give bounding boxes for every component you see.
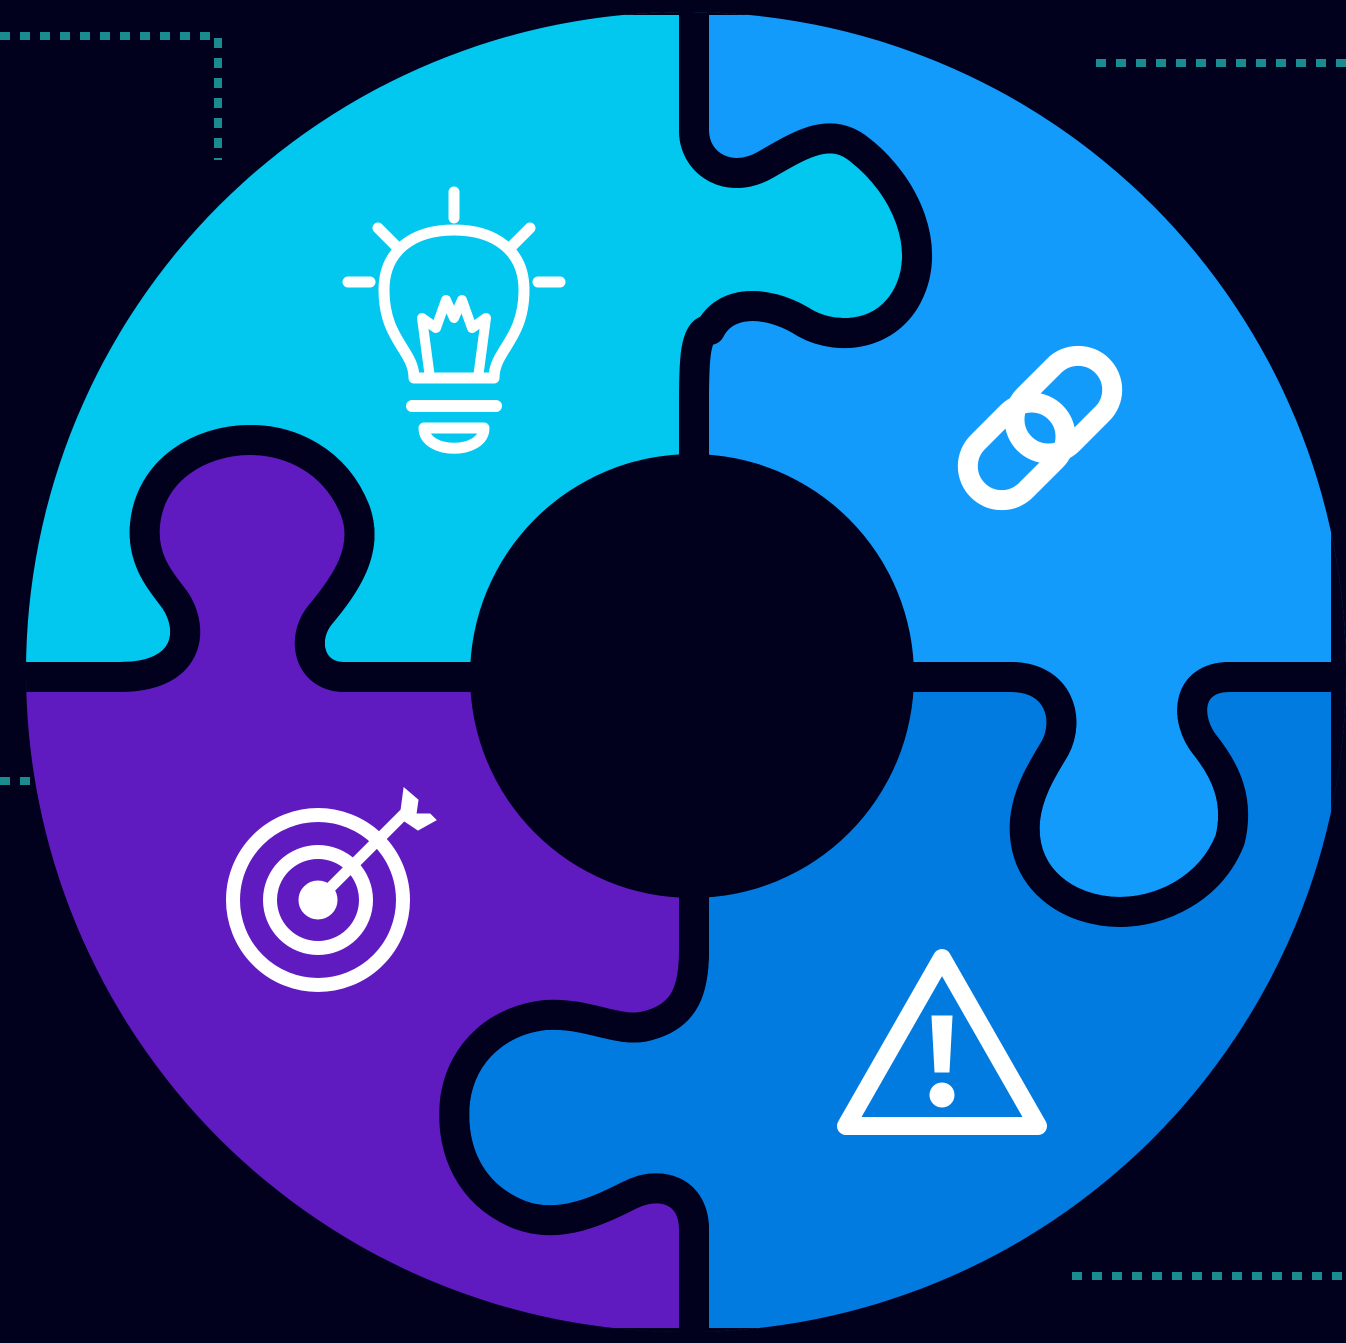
dotted-line-top-left — [0, 32, 222, 160]
lightbulb-icon — [342, 186, 566, 454]
center-hole — [470, 454, 914, 898]
target-arrow-icon — [226, 787, 437, 992]
warning-triangle-icon — [837, 949, 1047, 1135]
chain-link-icon — [957, 345, 1123, 511]
